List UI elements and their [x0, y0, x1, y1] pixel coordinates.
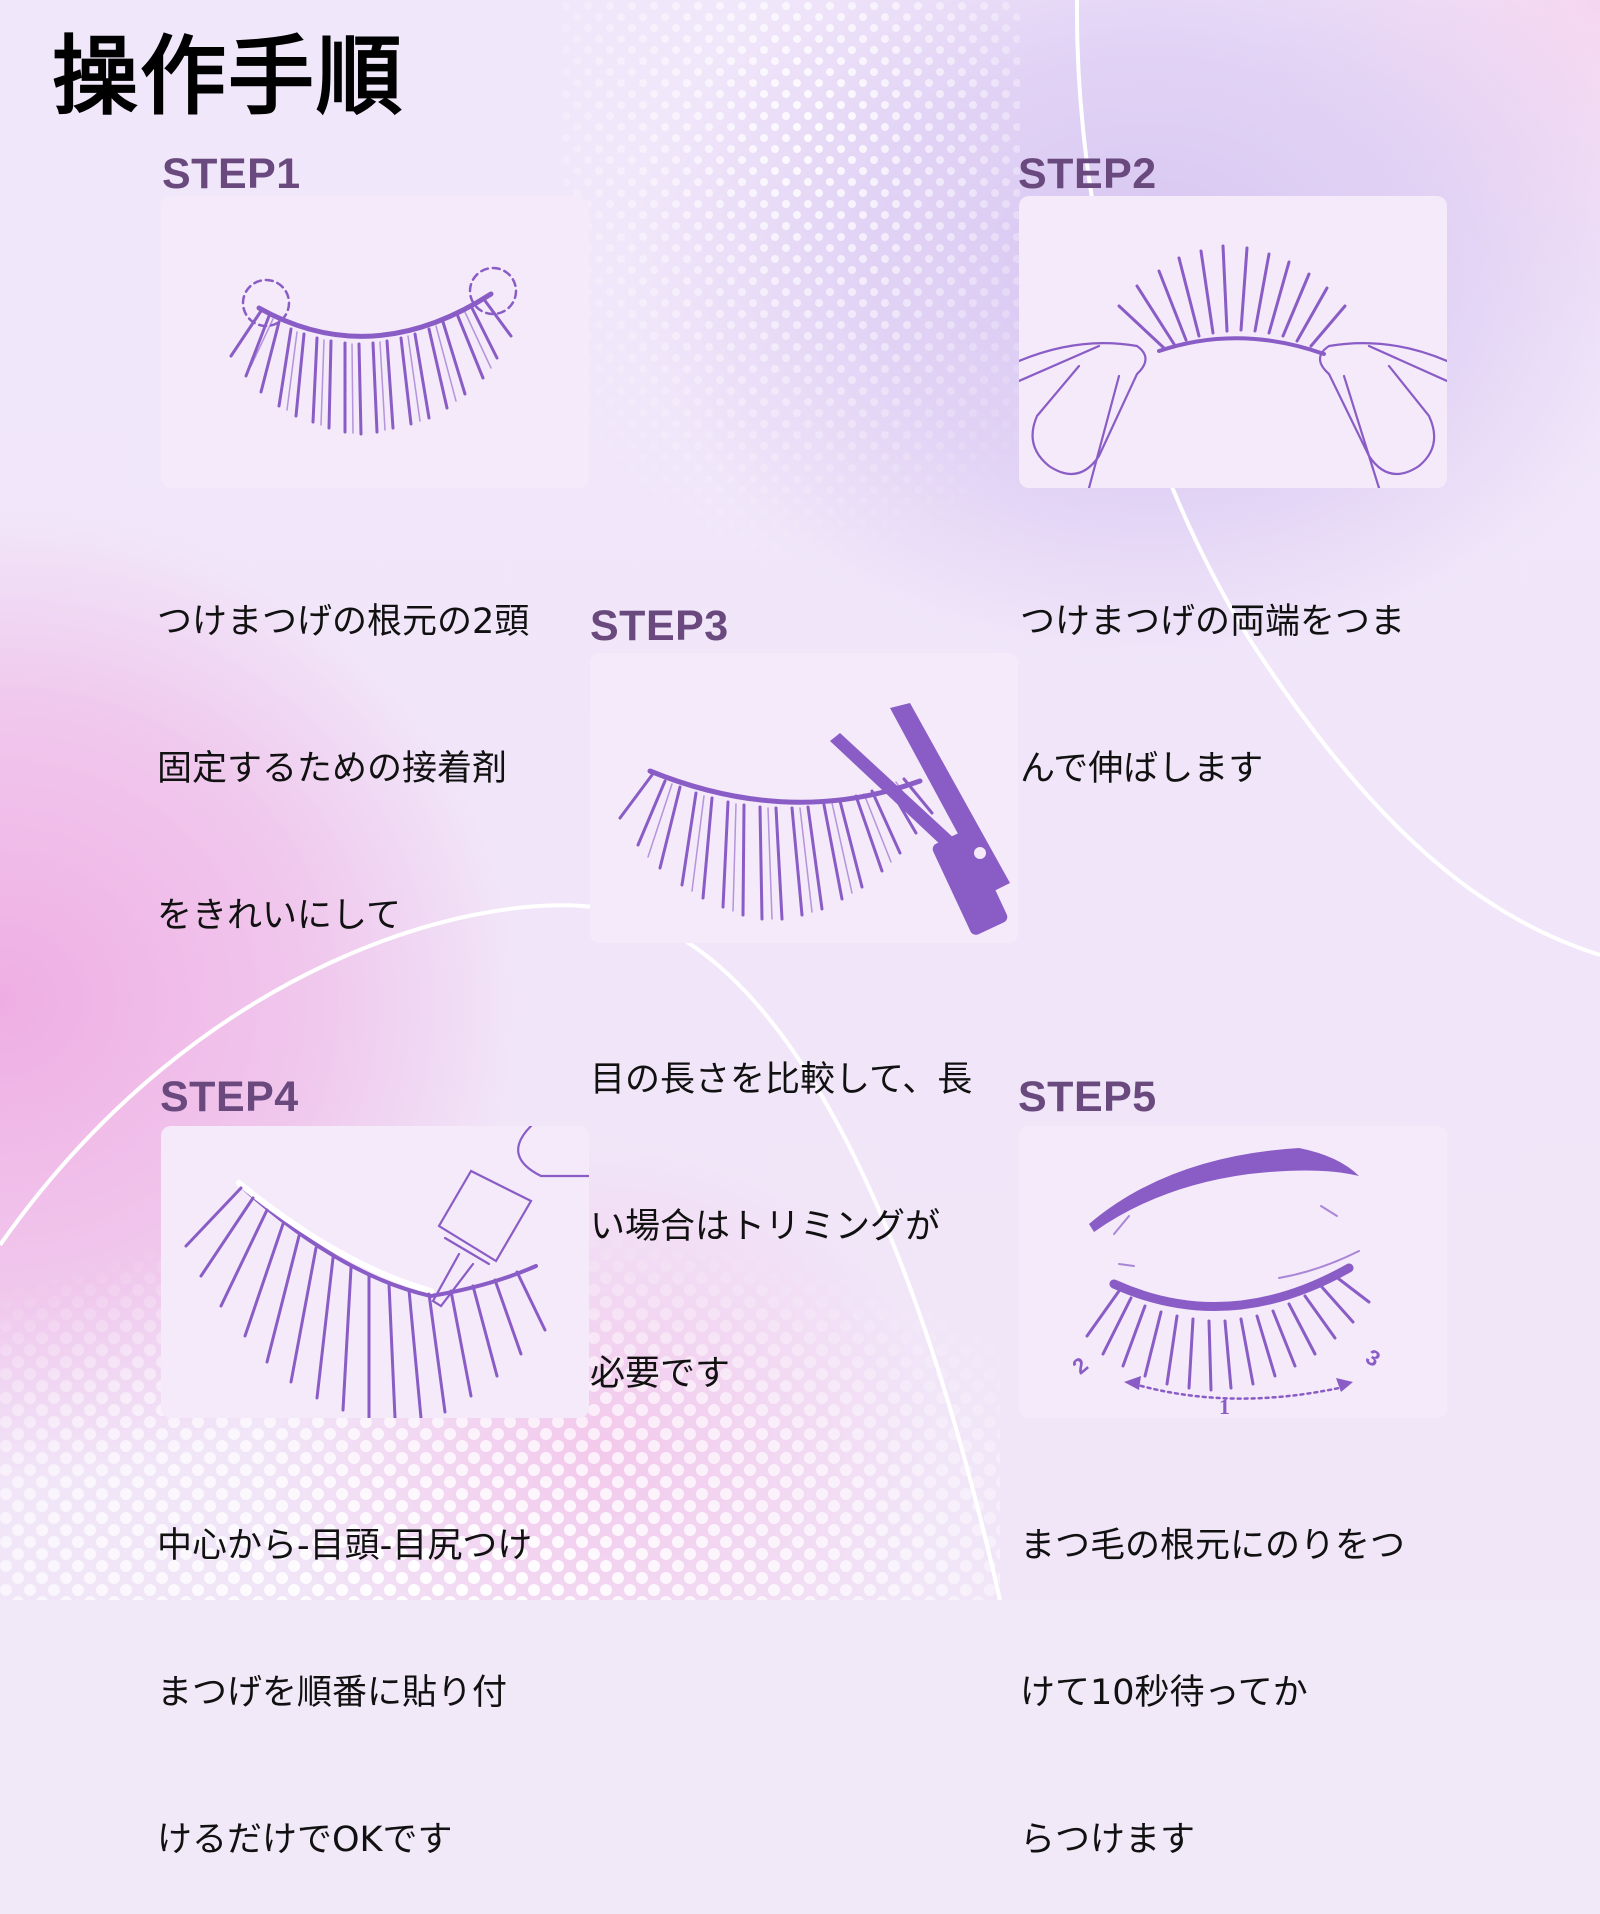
step1-description: つけまつげの根元の2頭 固定するための接着剤 をきれいにして [157, 500, 529, 990]
step3-line-2: い場合はトリミングが [590, 1207, 941, 1247]
step1-line-2: 固定するための接着剤 [157, 749, 508, 789]
false-eyelash-with-dashed-circles-icon [229, 266, 518, 436]
step5-description: まつ毛の根元にのりをつ けて10秒待ってか らつけます [1020, 1424, 1405, 1914]
step3-description: 目の長さを比較して、長 い場合はトリミングが 必要です [590, 958, 972, 1448]
step5-illustration-card: 1 2 3 [1019, 1126, 1447, 1418]
step3-line-1: 目の長さを比較して、長 [590, 1060, 973, 1100]
eyebrow-icon [1089, 1148, 1359, 1232]
step4-line-2: まつげを順番に貼り付 [157, 1673, 508, 1713]
page-title: 操作手順 [52, 27, 404, 127]
step1-illustration-card [161, 196, 589, 488]
order-label-1: 1 [1219, 1394, 1230, 1418]
step5-label: STEP5 [1018, 1073, 1157, 1121]
step4-line-3: けるだけでOKです [157, 1820, 453, 1860]
glue-bottle-applying-to-eyelash-icon [184, 1126, 589, 1418]
step1-line-3: をきれいにして [157, 896, 401, 936]
step4-label: STEP4 [160, 1073, 299, 1121]
step2-description: つけまつげの両端をつま んで伸ばします [1020, 500, 1405, 843]
closed-eye-with-eyelash-order-icon: 1 2 3 [1067, 1148, 1385, 1418]
step4-description: 中心から-目頭-目尻つけ まつげを順番に貼り付 けるだけでOKです [157, 1424, 532, 1914]
step3-line-3: 必要です [590, 1354, 731, 1394]
step3-illustration-card [590, 653, 1018, 943]
step2-line-2: んで伸ばします [1020, 749, 1264, 789]
step5-line-3: らつけます [1020, 1820, 1196, 1860]
step1-line-1: つけまつげの根元の2頭 [157, 602, 530, 642]
fingers-stretching-eyelash-icon [1019, 244, 1447, 488]
step2-line-1: つけまつげの両端をつま [1020, 602, 1406, 642]
order-label-3: 3 [1361, 1344, 1384, 1372]
step5-line-1: まつ毛の根元にのりをつ [1020, 1526, 1406, 1566]
scissors-trimming-eyelash-icon [618, 703, 1010, 935]
step3-label: STEP3 [590, 602, 729, 650]
step2-illustration-card [1019, 196, 1447, 488]
step2-label: STEP2 [1018, 150, 1157, 198]
step1-label: STEP1 [162, 150, 301, 198]
step4-line-1: 中心から-目頭-目尻つけ [157, 1526, 533, 1566]
step4-illustration-card [161, 1126, 589, 1418]
order-label-2: 2 [1067, 1352, 1092, 1379]
halftone-dots-top [560, 0, 1020, 640]
step5-line-2: けて10秒待ってか [1020, 1673, 1308, 1713]
